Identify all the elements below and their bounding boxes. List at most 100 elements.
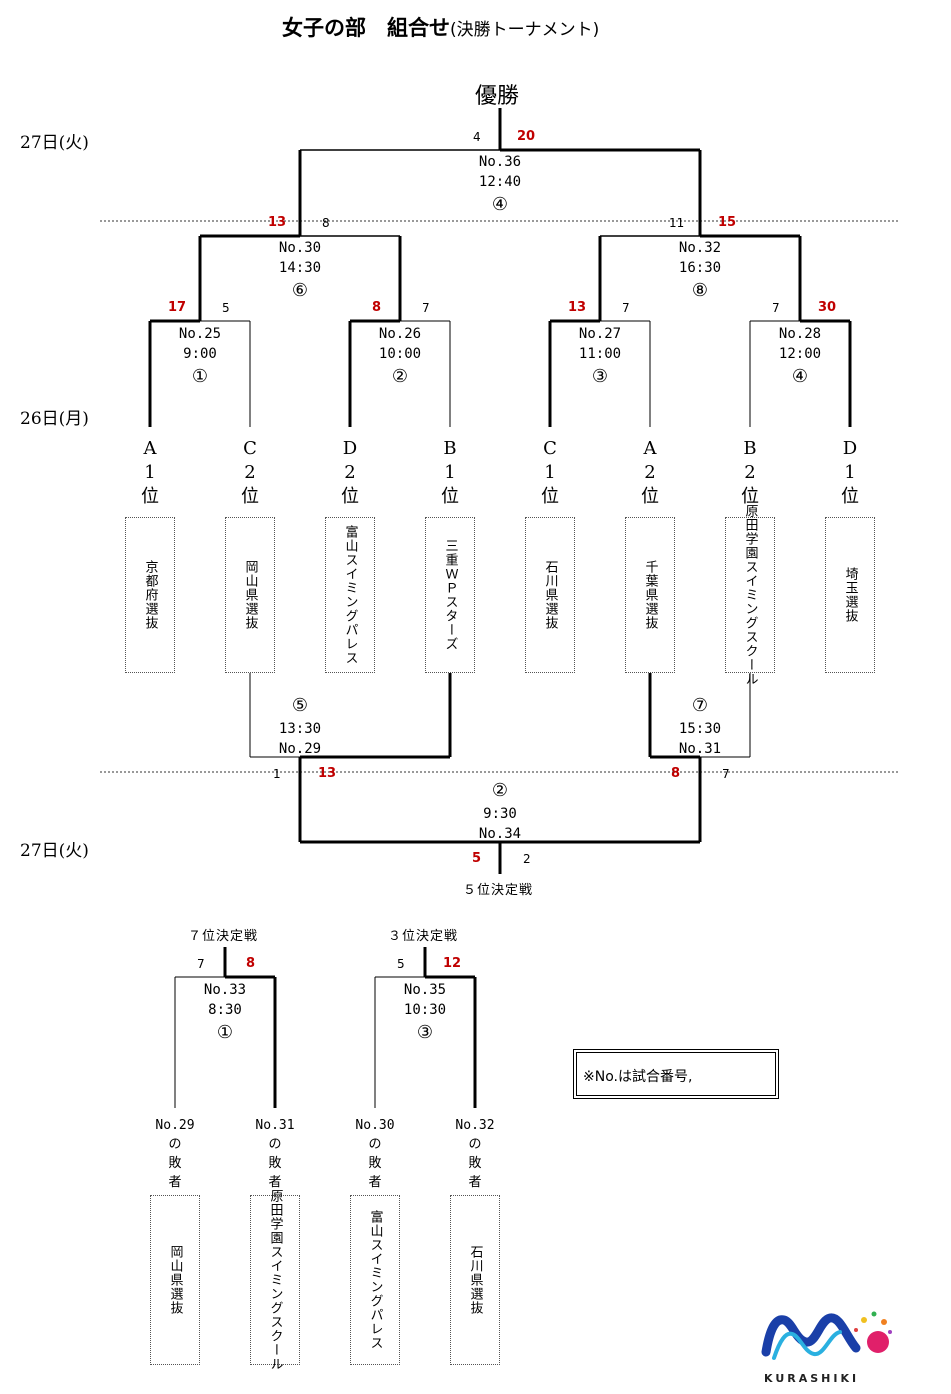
team-name: 岡山県選抜 <box>167 1245 183 1315</box>
qf27-score-right: 7 <box>622 301 630 315</box>
day-label-top: 27日(火) <box>20 133 89 153</box>
day-label-mid: 26日(月) <box>20 409 89 429</box>
semi-left-match-time: 14:30 <box>278 260 322 276</box>
loser-label: No.30 の 敗 者 <box>355 1118 395 1190</box>
note-box: ※No.は試合番号, <box>573 1049 779 1099</box>
semi-right-match-info: No.32 16:30 ⑧ <box>660 238 740 304</box>
qf25-score-left: 17 <box>168 300 187 315</box>
p33-score-left: 7 <box>197 957 205 971</box>
qf26-score-left: 8 <box>372 300 382 315</box>
team-name: 三重ＷＰスターズ <box>442 539 458 651</box>
team-box: 埼玉選抜 <box>825 517 875 673</box>
p35-match-no: No.35 <box>403 982 447 998</box>
p34-score-left: 5 <box>472 851 482 866</box>
champion-label: 優勝 <box>475 84 520 109</box>
team-name: 富山スイミングパレス <box>342 525 358 665</box>
p34-score-left-outer: 1 <box>273 767 281 781</box>
seventh-place-title: ７位決定戦 <box>188 929 259 944</box>
qf25-match-no: No.25 <box>178 326 222 342</box>
seed-label: D 2 位 <box>341 438 359 507</box>
semi-left-score-right: 8 <box>322 216 330 230</box>
final-score-left: 4 <box>473 130 481 144</box>
team-box: 三重ＷＰスターズ <box>425 517 475 673</box>
p35-match-time: 10:30 <box>403 1002 447 1018</box>
p34-match-no: No.34 <box>478 826 522 842</box>
qf27-match-info: No.27 11:00 ③ <box>560 324 640 390</box>
day-label-bottom: 27日(火) <box>20 841 89 861</box>
qf27-score-left: 13 <box>568 300 587 315</box>
seed-label: C 2 位 <box>241 438 259 507</box>
p35-score-left: 5 <box>397 957 405 971</box>
semi-left-match-no: No.30 <box>278 240 322 256</box>
qf26-match-time: 10:00 <box>378 346 422 362</box>
p29-match-no: No.29 <box>278 741 322 757</box>
p31-match-no: No.31 <box>678 741 722 757</box>
seed-label: A 1 位 <box>141 438 159 507</box>
seed-label: D 1 位 <box>841 438 859 507</box>
seed-label: B 1 位 <box>441 438 459 507</box>
team-name: 岡山県選抜 <box>242 560 258 630</box>
title-main: 女子の部 組合せ <box>282 16 450 40</box>
seed-label: B 2 位 <box>741 438 759 507</box>
semi-right-score-left: 11 <box>669 216 685 230</box>
team-name: 原田学園スイミングスクール <box>267 1189 283 1371</box>
p34-score-left-inner: 13 <box>318 766 337 781</box>
semi-right-score-right: 15 <box>718 215 737 230</box>
team-box: 岡山県選抜 <box>225 517 275 673</box>
p34-match-time: 9:30 <box>483 806 517 822</box>
qf26-match-no: No.26 <box>378 326 422 342</box>
page-title: 女子の部 組合せ(決勝トーナメント) <box>282 12 599 42</box>
qf27-match-no: No.27 <box>578 326 622 342</box>
team-box: 岡山県選抜 <box>150 1195 200 1365</box>
team-box: 石川県選抜 <box>450 1195 500 1365</box>
p34-score-right-inner: 8 <box>671 766 681 781</box>
p34-score-right-outer: 7 <box>722 767 730 781</box>
p33-match-info: No.33 8:30 ① <box>185 980 265 1046</box>
logo-mark <box>761 1311 892 1360</box>
p29-court: ⑤ <box>291 695 309 716</box>
seed-label: C 1 位 <box>541 438 559 507</box>
final-court: ④ <box>491 194 509 215</box>
semi-right-match-no: No.32 <box>678 240 722 256</box>
logo-text: KURASHIKI <box>764 1372 860 1385</box>
p34-match-info: ② 9:30 No.34 <box>460 778 540 844</box>
qf25-court: ① <box>191 366 209 387</box>
semi-right-court: ⑧ <box>691 280 709 301</box>
title-sub: (決勝トーナメント) <box>450 20 600 40</box>
team-box: 原田学園スイミングスクール <box>725 504 775 686</box>
kurashiki-logo: KURASHIKI <box>760 1300 900 1390</box>
p29-match-info: ⑤ 13:30 No.29 <box>260 693 340 759</box>
loser-label: No.31 の 敗 者 <box>255 1118 295 1190</box>
qf28-match-no: No.28 <box>778 326 822 342</box>
qf28-match-time: 12:00 <box>778 346 822 362</box>
qf28-score-right: 30 <box>818 300 837 315</box>
qf28-court: ④ <box>791 366 809 387</box>
semi-left-match-info: No.30 14:30 ⑥ <box>260 238 340 304</box>
qf28-score-left: 7 <box>772 301 780 315</box>
p31-court: ⑦ <box>691 695 709 716</box>
p35-match-info: No.35 10:30 ③ <box>385 980 465 1046</box>
team-box: 富山スイミングパレス <box>325 517 375 673</box>
final-match-time: 12:40 <box>478 174 522 190</box>
team-name: 埼玉選抜 <box>842 567 858 623</box>
team-box: 千葉県選抜 <box>625 517 675 673</box>
final-score-right: 20 <box>517 129 536 144</box>
team-name: 石川県選抜 <box>467 1245 483 1315</box>
fifth-place-label: ５位決定戦 <box>463 883 534 898</box>
qf26-score-right: 7 <box>422 301 430 315</box>
team-name: 富山スイミングパレス <box>367 1210 383 1350</box>
team-box: 石川県選抜 <box>525 517 575 673</box>
qf26-match-info: No.26 10:00 ② <box>360 324 440 390</box>
team-name: 京都府選抜 <box>142 560 158 630</box>
p34-score-right: 2 <box>523 852 531 866</box>
p35-court: ③ <box>416 1022 434 1043</box>
semi-left-score-left: 13 <box>268 215 287 230</box>
team-box: 原田学園スイミングスクール <box>250 1189 300 1371</box>
qf27-match-time: 11:00 <box>578 346 622 362</box>
qf25-match-time: 9:00 <box>183 346 217 362</box>
qf25-match-info: No.25 9:00 ① <box>160 324 240 390</box>
third-place-title: ３位決定戦 <box>388 929 459 944</box>
p33-court: ① <box>216 1022 234 1043</box>
team-name: 石川県選抜 <box>542 560 558 630</box>
